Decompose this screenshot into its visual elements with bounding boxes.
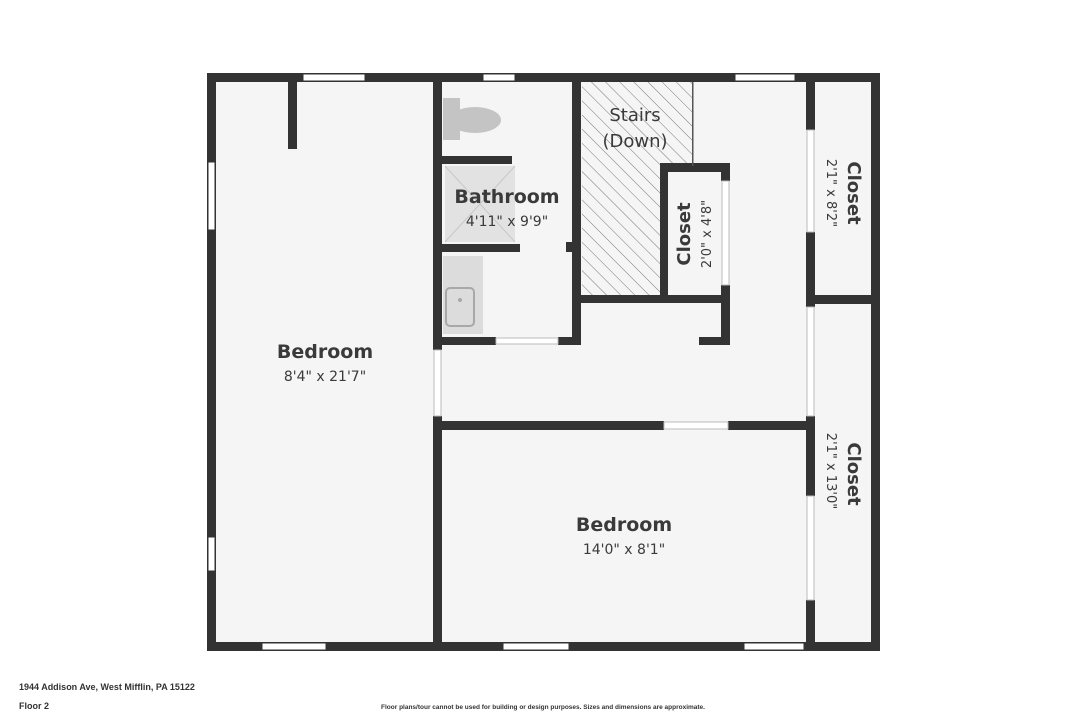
room-label-stairs: Stairs	[609, 105, 660, 126]
room-label-closet-bottom: Closet	[843, 442, 864, 506]
room-dims-closet-small: 2'0" x 4'8"	[700, 200, 715, 268]
toilet-icon	[443, 98, 501, 140]
room-dims-bedroom-left: 8'4" x 21'7"	[284, 369, 366, 385]
stairs-area	[582, 82, 692, 295]
room-label-bedroom-bottom: Bedroom	[576, 514, 672, 536]
floor-area	[212, 78, 875, 646]
disclaimer-text: Floor plans/tour cannot be used for buil…	[381, 704, 705, 711]
property-address: 1944 Addison Ave, West Mifflin, PA 15122	[19, 682, 195, 692]
room-dims-bathroom: 4'11" x 9'9"	[466, 214, 548, 230]
room-dims-closet-top: 2'1" x 8'2"	[823, 159, 838, 227]
room-label-stairs-direction: (Down)	[602, 131, 667, 152]
room-dims-closet-bottom: 2'1" x 13'0"	[823, 433, 838, 509]
room-label-bedroom-left: Bedroom	[277, 341, 373, 363]
windows	[207, 73, 805, 651]
door-openings	[433, 129, 815, 601]
room-label-closet-small: Closet	[674, 202, 695, 266]
room-label-bathroom: Bathroom	[454, 186, 559, 208]
interior-walls	[288, 78, 875, 646]
sink-icon	[443, 256, 483, 334]
room-dims-bedroom-bottom: 14'0" x 8'1"	[583, 542, 665, 558]
shower-icon	[444, 165, 516, 243]
floor-label: Floor 2	[19, 701, 50, 711]
room-label-closet-top: Closet	[843, 161, 864, 225]
